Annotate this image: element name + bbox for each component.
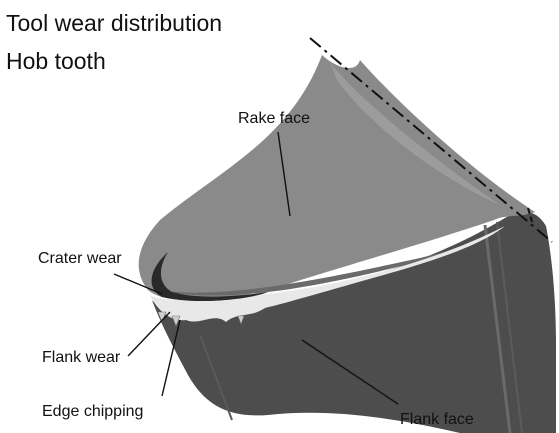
figure-subtitle: Hob tooth <box>6 50 106 73</box>
leader-flank-wear <box>128 312 170 356</box>
label-crater-wear: Crater wear <box>38 251 122 267</box>
label-rake-face: Rake face <box>238 111 310 127</box>
figure-title: Tool wear distribution <box>6 12 222 35</box>
label-edge-chipping: Edge chipping <box>42 404 143 420</box>
label-flank-wear: Flank wear <box>42 350 120 366</box>
label-flank-face: Flank face <box>400 412 474 428</box>
